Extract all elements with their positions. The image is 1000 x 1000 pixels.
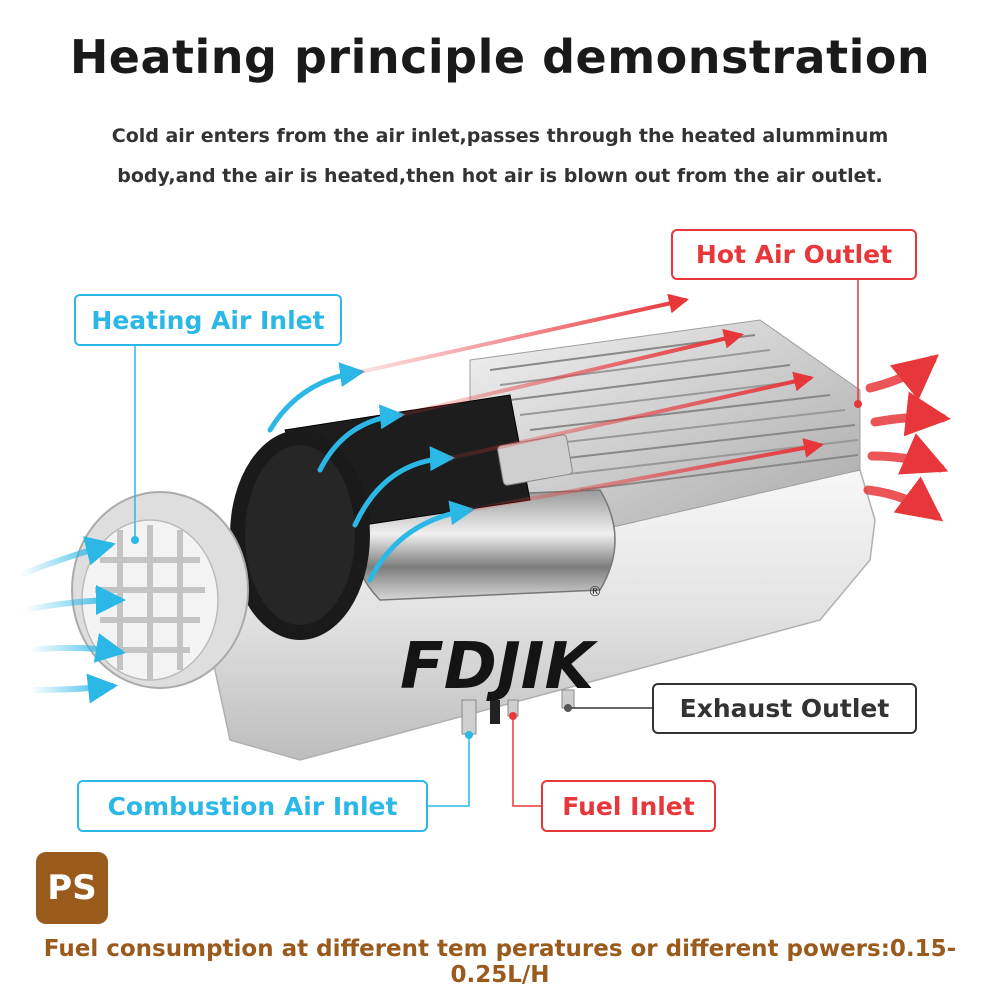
description-line-1: Cold air enters from the air inlet,passe… [111, 125, 889, 147]
label-fuel-inlet: Fuel Inlet [541, 780, 716, 832]
label-heating-air-inlet: Heating Air Inlet [74, 294, 342, 346]
combustion-port [461, 699, 477, 735]
label-hot-air-outlet: Hot Air Outlet [671, 229, 917, 280]
fuel-port-housing [490, 700, 500, 724]
cold-flow-arrows [267, 362, 475, 583]
cold-inlet-arrows [17, 536, 126, 704]
hot-outlet-arrows [863, 354, 951, 522]
label-exhaust-outlet: Exhaust Outlet [652, 683, 917, 734]
registered-mark: ® [588, 584, 602, 600]
fuel-consumption-note: Fuel consumption at different tem peratu… [43, 936, 957, 988]
ps-badge: PS [36, 852, 108, 924]
leader-fuel-inlet [512, 716, 541, 807]
brand-logo: FDJIK [400, 630, 598, 704]
leader-combustion-air-inlet [428, 735, 470, 807]
hot-flow-arrows [358, 293, 824, 512]
intake-grille [71, 491, 249, 689]
page-title: Heating principle demonstration [69, 30, 931, 84]
description: Cold air enters from the air inlet,passe… [100, 116, 900, 196]
cooling-fins [469, 319, 861, 531]
description-line-2: body,and the air is heated,then hot air … [117, 165, 883, 187]
label-combustion-air-inlet: Combustion Air Inlet [77, 780, 428, 832]
